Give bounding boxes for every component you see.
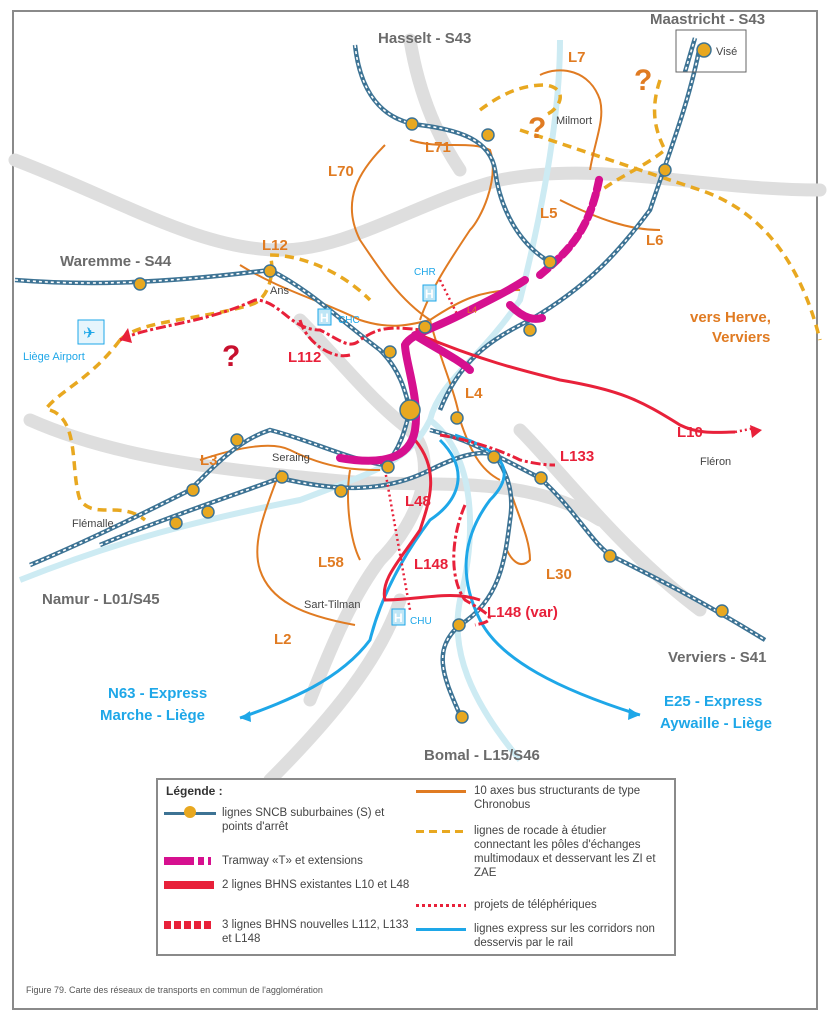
label-milmort: Milmort <box>556 115 592 127</box>
label-airport: Liège Airport <box>23 351 85 363</box>
legend-item-rocade: lignes de rocade à étudier connectant le… <box>416 824 664 880</box>
airport-icon: ✈ <box>77 319 105 345</box>
legend-item-chronobus: 10 axes bus structurants de type Chronob… <box>416 784 664 812</box>
label-hasselt: Hasselt - S43 <box>378 30 471 47</box>
label-L6: L6 <box>646 232 664 249</box>
label-sart-tilman: Sart-Tilman <box>304 599 360 611</box>
label-namur: Namur - L01/S45 <box>42 591 160 608</box>
rail-stations <box>133 42 729 724</box>
label-L10: L10 <box>677 424 703 441</box>
label-L148: L148 <box>414 556 448 573</box>
chronobus-symbol-icon <box>416 784 468 798</box>
hospital-icon: H <box>317 308 332 326</box>
label-vise: Visé <box>716 46 737 58</box>
question-mark: ? <box>222 340 240 373</box>
arrow-head-icon <box>240 711 251 722</box>
label-L7: L7 <box>568 49 586 66</box>
label-L48: L48 <box>405 493 431 510</box>
label-seraing: Seraing <box>272 452 310 464</box>
arrow-head-icon <box>628 708 640 720</box>
label-L148-var: L148 (var) <box>487 604 558 621</box>
teleferique-lines <box>383 279 462 611</box>
label-herve: vers Herve, <box>690 309 771 326</box>
arrow-head-icon <box>120 328 132 343</box>
label-e25-express: E25 - Express <box>664 693 762 710</box>
label-L133: L133 <box>560 448 594 465</box>
label-chc: CHC <box>338 315 360 326</box>
label-L4: L4 <box>465 385 483 402</box>
legend: Légende : lignes SNCB suburbaines (S) et… <box>156 778 676 956</box>
label-n63-express: N63 - Express <box>108 685 207 702</box>
hospital-icon: H <box>391 608 406 626</box>
bhns-lines <box>119 298 756 627</box>
label-herve-verviers: Verviers <box>712 329 770 346</box>
vise-inset-box <box>675 29 747 73</box>
bhns-new-symbol-icon <box>164 918 216 932</box>
svg-text:H: H <box>394 611 403 625</box>
label-L30: L30 <box>546 566 572 583</box>
arrow-head-icon <box>750 425 762 438</box>
label-L3: L3 <box>200 452 218 469</box>
hospital-icon: H <box>422 284 437 302</box>
label-L5: L5 <box>540 205 558 222</box>
svg-text:H: H <box>320 311 329 325</box>
legend-item-rail: lignes SNCB suburbaines (S) et points d'… <box>164 806 412 834</box>
teleferique-symbol-icon <box>416 898 468 912</box>
legend-item-tram: Tramway «T» et extensions <box>164 854 412 868</box>
rail-symbol-icon <box>164 806 216 820</box>
label-e25-route: Aywaille - Liège <box>660 715 772 732</box>
svg-text:✈: ✈ <box>83 325 96 342</box>
legend-item-bhns: 2 lignes BHNS existantes L10 et L48 <box>164 878 412 892</box>
label-chu: CHU <box>410 616 432 627</box>
bhns-symbol-icon <box>164 878 216 892</box>
tram-lines <box>336 171 604 465</box>
label-L2: L2 <box>274 631 292 648</box>
map-frame <box>12 10 818 1010</box>
label-L58: L58 <box>318 554 344 571</box>
label-n63-route: Marche - Liège <box>100 707 205 724</box>
label-bomal: Bomal - L15/S46 <box>424 747 540 764</box>
question-mark: ? <box>528 112 546 145</box>
label-maastricht: Maastricht - S43 <box>650 11 765 28</box>
express-symbol-icon <box>416 922 468 936</box>
question-mark: ? <box>634 64 652 97</box>
express-lines <box>239 433 641 720</box>
label-L71: L71 <box>425 139 451 156</box>
label-waremme: Waremme - S44 <box>60 253 172 270</box>
label-ans: Ans <box>270 285 289 297</box>
label-flemalle: Flémalle <box>72 518 114 530</box>
label-L12: L12 <box>262 237 288 254</box>
svg-text:H: H <box>425 287 434 301</box>
legend-item-bhns-new: 3 lignes BHNS nouvelles L112, L133 et L1… <box>164 918 412 946</box>
label-L70: L70 <box>328 163 354 180</box>
label-fleron: Fléron <box>700 456 731 468</box>
label-chr: CHR <box>414 267 436 278</box>
legend-title: Légende : <box>166 784 223 798</box>
legend-item-express: lignes express sur les corridors non des… <box>416 922 664 950</box>
label-L112: L112 <box>288 349 321 366</box>
rocade-lines <box>43 79 822 522</box>
rocade-symbol-icon <box>416 824 468 838</box>
label-L4-small: L4 <box>467 305 477 315</box>
tram-symbol-icon <box>164 854 216 868</box>
figure-caption: Figure 79. Carte des réseaux de transpor… <box>26 985 323 995</box>
label-verviers: Verviers - S41 <box>668 649 766 666</box>
legend-item-teleferique: projets de téléphériques <box>416 898 664 912</box>
